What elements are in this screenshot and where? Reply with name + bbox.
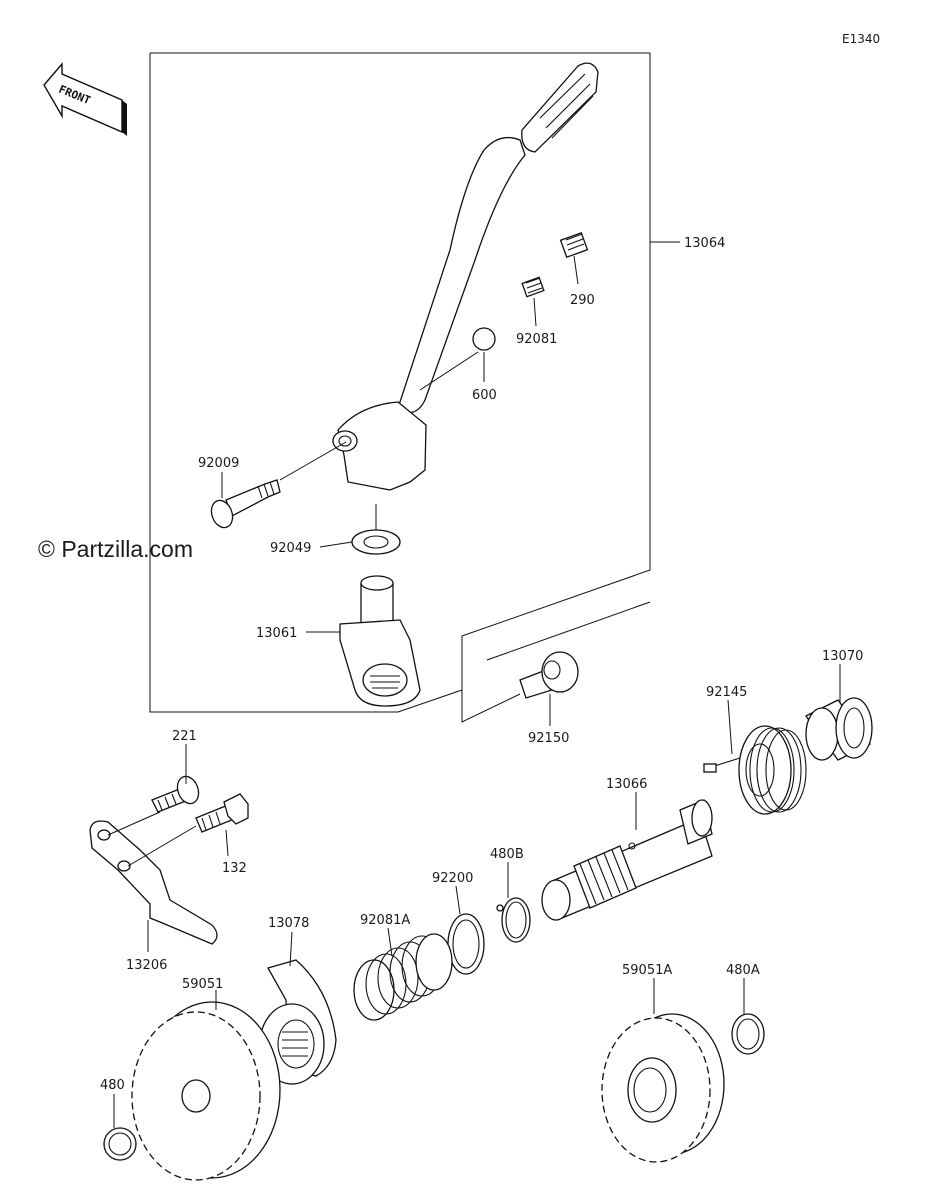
label-59051a: 59051A xyxy=(622,963,672,978)
kick-pedal-lever[interactable] xyxy=(332,62,599,491)
label-13070: 13070 xyxy=(822,649,863,664)
label-480: 480 xyxy=(100,1078,125,1093)
watermark: © Partzilla.com xyxy=(38,536,193,562)
circlip-480a[interactable] xyxy=(731,1013,765,1055)
ball-600[interactable] xyxy=(472,327,496,351)
label-92200: 92200 xyxy=(432,871,473,886)
label-92009: 92009 xyxy=(198,456,239,471)
assembly-frame xyxy=(149,52,651,723)
label-92081: 92081 xyxy=(516,332,557,347)
label-290: 290 xyxy=(570,293,595,308)
spring-92081a[interactable] xyxy=(353,933,453,1021)
label-13078: 13078 xyxy=(268,916,309,931)
leader-lines xyxy=(113,241,841,1128)
label-480a: 480A xyxy=(726,963,760,978)
bolt-92150[interactable] xyxy=(519,651,579,699)
return-spring-92145[interactable] xyxy=(703,725,807,815)
plate-13206[interactable] xyxy=(89,811,218,945)
front-arrow-icon: FRONT xyxy=(43,62,127,136)
washer-92049[interactable] xyxy=(351,529,401,555)
label-600: 600 xyxy=(472,388,497,403)
bolt-132[interactable] xyxy=(195,793,249,833)
label-92150: 92150 xyxy=(528,731,569,746)
boss-13061[interactable] xyxy=(339,575,421,707)
screw-221[interactable] xyxy=(151,773,202,813)
label-13064: 13064 xyxy=(684,236,725,251)
label-13066: 13066 xyxy=(606,777,647,792)
label-92049: 92049 xyxy=(270,541,311,556)
label-59051: 59051 xyxy=(182,977,223,992)
label-480b: 480B xyxy=(490,847,524,862)
washer-92200[interactable] xyxy=(447,913,485,975)
gear-59051[interactable] xyxy=(131,1001,281,1181)
collar-13070[interactable] xyxy=(805,697,873,761)
diagram-ref-code: E1340 xyxy=(842,32,880,46)
bolt-92009[interactable] xyxy=(208,479,281,531)
label-13206: 13206 xyxy=(126,958,167,973)
spring-92081[interactable] xyxy=(521,276,545,298)
label-221: 221 xyxy=(172,729,197,744)
circlip-480[interactable] xyxy=(103,1127,137,1161)
circlip-480b[interactable] xyxy=(496,897,531,943)
label-13061: 13061 xyxy=(256,626,297,641)
shaft-13066[interactable] xyxy=(541,799,713,921)
label-92145: 92145 xyxy=(706,685,747,700)
set-screw-290[interactable] xyxy=(559,231,589,259)
gear-59051a[interactable] xyxy=(601,1013,725,1163)
label-132: 132 xyxy=(222,861,247,876)
label-92081a: 92081A xyxy=(360,913,410,928)
